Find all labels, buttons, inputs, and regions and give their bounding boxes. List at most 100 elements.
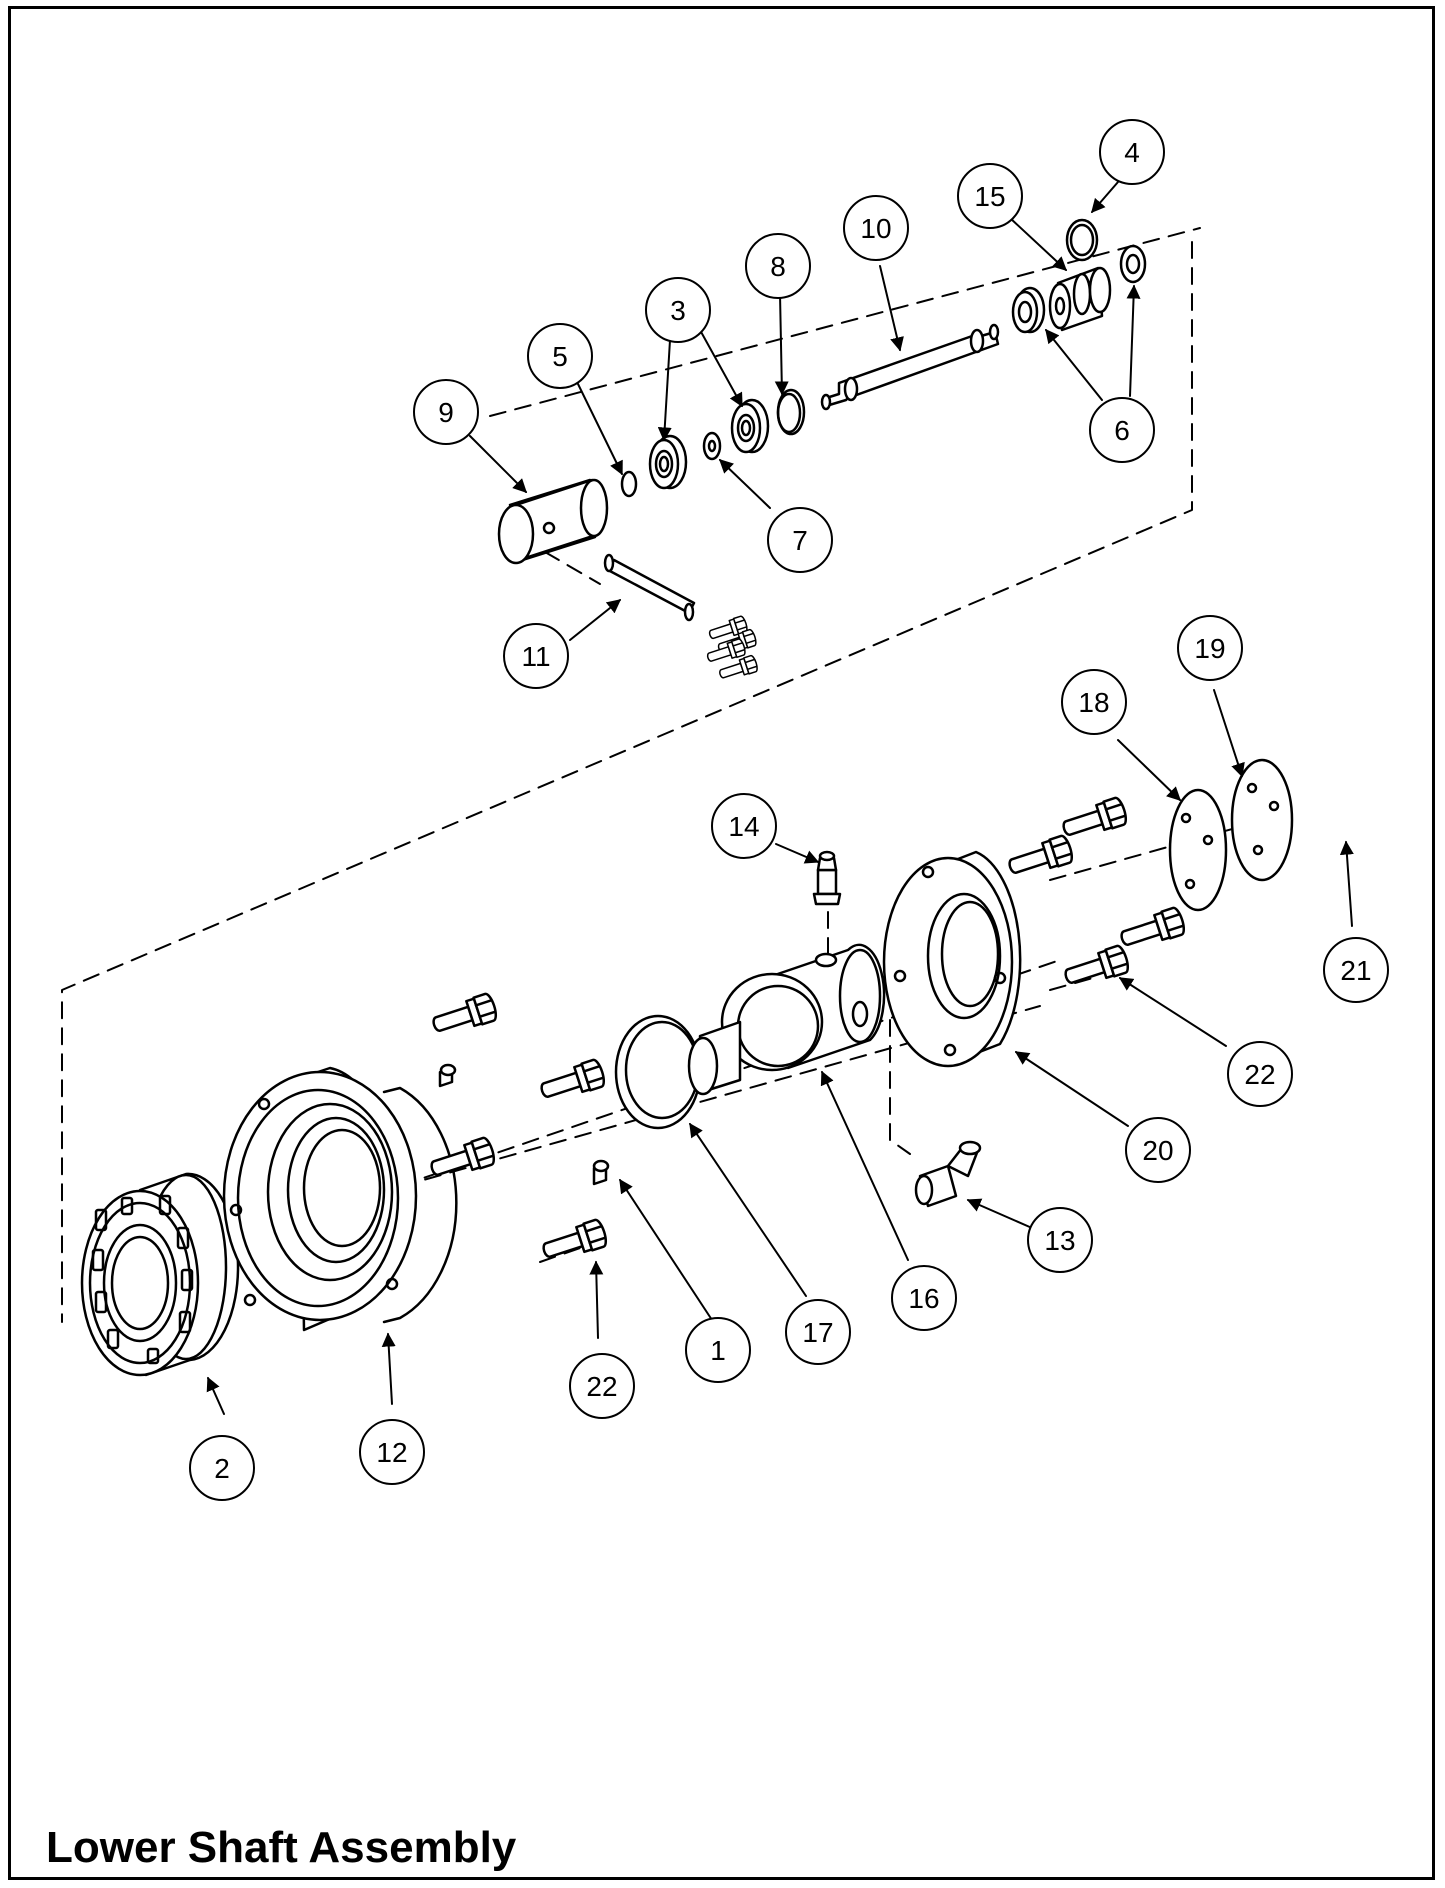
leader-7 [718, 459, 771, 509]
leader-lines [206, 181, 1354, 1415]
leader-9 [469, 435, 527, 493]
callout-bubbles: 4 15 10 8 3 5 9 6 7 11 19 18 14 21 22 [189, 119, 1389, 1501]
upper-to-lower-dashed-frame [61, 241, 1193, 1323]
roller-elements [91, 1194, 194, 1365]
part-17-gasket [614, 1014, 702, 1130]
callout-4: 4 [1099, 119, 1165, 185]
leader-16 [820, 1070, 909, 1261]
leader-6b [1126, 284, 1141, 397]
callout-9: 9 [413, 379, 479, 445]
leader-1 [619, 1178, 713, 1321]
callout-7: 7 [767, 507, 833, 573]
svg-text:4: 4 [1124, 137, 1140, 168]
callout-18: 18 [1061, 669, 1127, 735]
bolt-upper-left [428, 991, 500, 1040]
callout-5: 5 [527, 323, 593, 389]
leader-15 [1009, 217, 1068, 271]
bolt-mid-left [536, 1057, 608, 1106]
leader-22b [589, 1260, 604, 1339]
svg-text:9: 9 [438, 397, 454, 428]
leader-6a [1045, 328, 1103, 401]
callout-10: 10 [843, 195, 909, 261]
part-1-grease-fitting-b [592, 1159, 610, 1186]
leader-5 [577, 383, 623, 476]
pin-axis-line [544, 551, 601, 585]
callout-12: 12 [359, 1419, 425, 1485]
part-6-seal-a [1011, 286, 1046, 334]
callout-8: 8 [745, 233, 811, 299]
callout-6: 6 [1089, 397, 1155, 463]
callout-13: 13 [1027, 1207, 1093, 1273]
leader-3a [657, 339, 672, 442]
svg-text:21: 21 [1340, 955, 1371, 986]
part-8-retaining-ring [776, 388, 806, 436]
leader-10 [879, 265, 904, 352]
svg-text:10: 10 [860, 213, 891, 244]
leader-13 [966, 1198, 1033, 1229]
svg-text:8: 8 [770, 251, 786, 282]
leader-19 [1213, 689, 1245, 778]
svg-text:19: 19 [1194, 633, 1225, 664]
callout-19: 19 [1177, 615, 1243, 681]
part-2-roller-bearing [80, 1172, 240, 1377]
svg-text:1: 1 [710, 1335, 726, 1366]
leader-14 [775, 843, 820, 864]
leader-20 [1014, 1051, 1129, 1127]
part-4-ring [1065, 218, 1099, 262]
leader-8 [774, 293, 789, 396]
bolt-flange-1 [1058, 795, 1130, 844]
svg-text:17: 17 [802, 1317, 833, 1348]
part-18-face-plate [1168, 788, 1228, 912]
callout-11: 11 [503, 623, 569, 689]
svg-text:14: 14 [728, 811, 759, 842]
svg-text:5: 5 [552, 341, 568, 372]
svg-text:12: 12 [376, 1437, 407, 1468]
part-9-sleeve [497, 478, 609, 565]
svg-text:2: 2 [214, 1453, 230, 1484]
callout-17: 17 [785, 1299, 851, 1365]
leader-12 [381, 1332, 396, 1405]
svg-text:3: 3 [670, 295, 686, 326]
leader-2 [206, 1376, 225, 1415]
svg-text:18: 18 [1078, 687, 1109, 718]
svg-text:16: 16 [908, 1283, 939, 1314]
part-11-pin [603, 553, 696, 622]
part-14-straight-fitting [812, 850, 842, 906]
part-6-seal-b [1119, 244, 1147, 284]
bolt-lower-left [426, 1135, 498, 1184]
diagram-title: Lower Shaft Assembly [46, 1823, 517, 1872]
bolt-21-d [716, 654, 760, 684]
svg-text:7: 7 [792, 525, 808, 556]
callout-2: 2 [189, 1435, 255, 1501]
part-3-bearing-a [648, 434, 688, 490]
part-20-outer-flange [882, 850, 1022, 1068]
svg-text:15: 15 [974, 181, 1005, 212]
svg-text:22: 22 [586, 1371, 617, 1402]
callout-20: 20 [1125, 1117, 1191, 1183]
part-3-bearing-b [730, 398, 770, 454]
part-1-grease-fitting-a [438, 1063, 457, 1088]
svg-text:11: 11 [521, 641, 550, 672]
svg-text:6: 6 [1114, 415, 1130, 446]
part-12-housing-flange [222, 1066, 458, 1332]
leader-4 [1091, 181, 1119, 214]
leader-3b [699, 329, 743, 408]
leader-11 [569, 599, 622, 641]
svg-text:22: 22 [1244, 1059, 1275, 1090]
leader-17 [689, 1122, 807, 1297]
callout-3: 3 [645, 277, 711, 343]
part-13-elbow-fitting [914, 1140, 982, 1208]
bolt-flange-3 [1116, 905, 1188, 954]
callout-22-right: 22 [1227, 1041, 1293, 1107]
drawing-frame [8, 6, 1435, 1880]
svg-text:20: 20 [1142, 1135, 1173, 1166]
callout-21: 21 [1323, 937, 1389, 1003]
part-16-hub-body [687, 943, 886, 1096]
callout-14: 14 [711, 793, 777, 859]
bolt-flange-2 [1004, 833, 1076, 882]
leader-21 [1339, 840, 1354, 927]
bolt-22-bottom [538, 1217, 610, 1266]
svg-text:13: 13 [1044, 1225, 1075, 1256]
callout-22-bottom: 22 [569, 1353, 635, 1419]
